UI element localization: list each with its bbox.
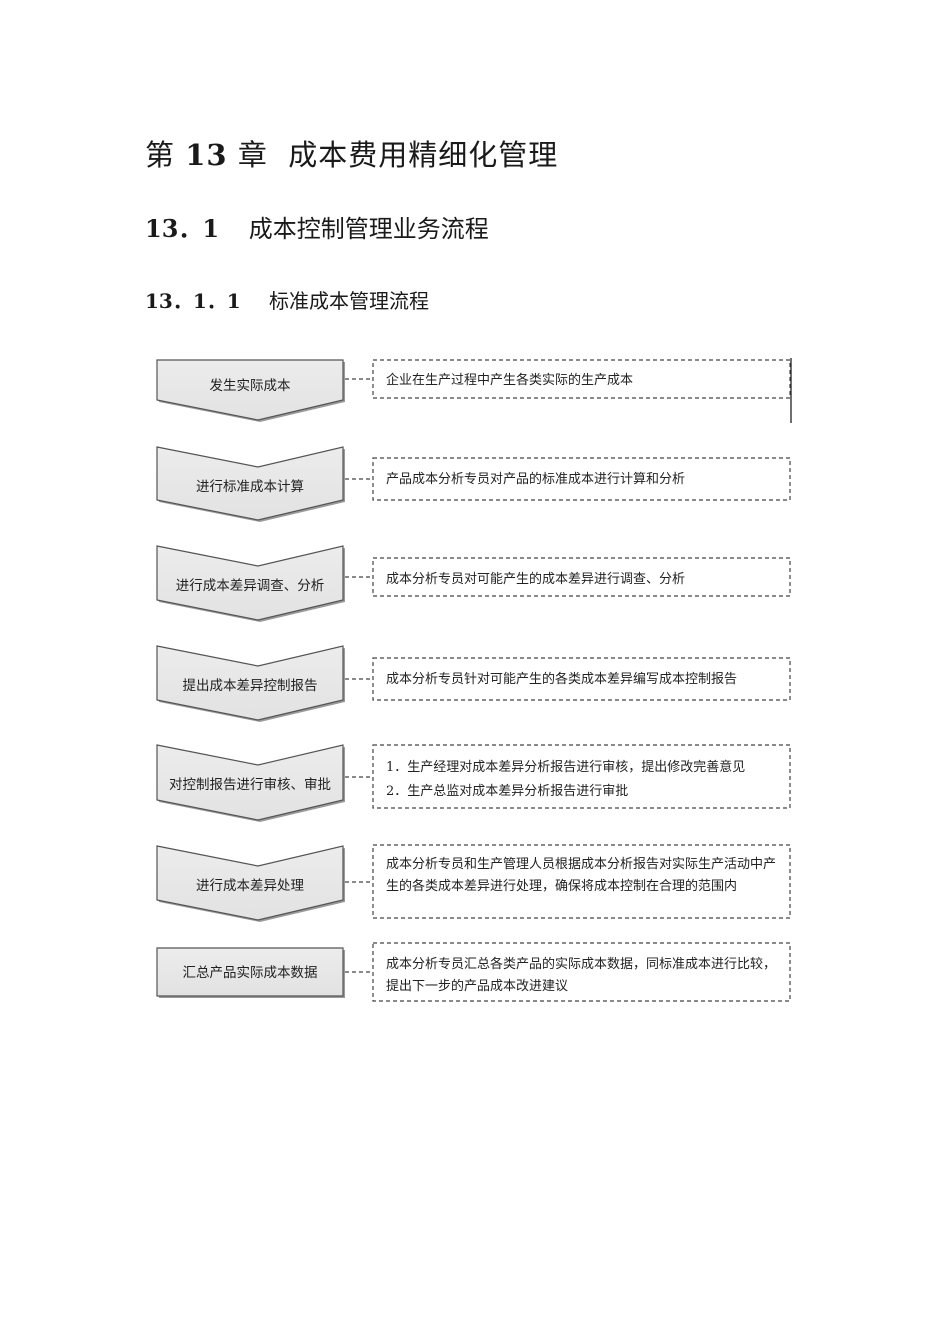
step-description: 成本分析专员对可能产生的成本差异进行调查、分析 <box>386 569 784 591</box>
description-line: 成本分析专员和生产管理人员根据成本分析报告对实际生产活动中产生的各类成本差异进行… <box>386 857 777 894</box>
subsection-title: 13．1．1 标准成本管理流程 <box>145 285 429 314</box>
chapter-prefix: 第 <box>145 138 176 172</box>
description-line: 企业在生产过程中产生各类实际的生产成本 <box>386 373 634 388</box>
description-box <box>372 657 791 701</box>
step-chevron-shape <box>156 845 344 921</box>
step-description: 1．生产经理对成本差异分析报告进行审核，提出修改完善意见 2．生产总监对成本差异分… <box>386 756 784 804</box>
step-chevron-shape <box>156 645 344 721</box>
step-description: 产品成本分析专员对产品的标准成本进行计算和分析 <box>386 469 784 491</box>
description-box <box>372 457 791 501</box>
chapter-number: 13 <box>185 138 228 172</box>
step-chevron-shape <box>156 545 344 621</box>
step-label: 汇总产品实际成本数据 <box>182 965 318 981</box>
chapter-title: 第 13 章 成本费用精细化管理 <box>145 132 558 174</box>
section-number: 13．1 <box>145 214 220 243</box>
description-line: 成本分析专员对可能产生的成本差异进行调查、分析 <box>386 572 686 587</box>
chapter-suffix: 章 <box>237 138 268 172</box>
step-label: 进行成本差异处理 <box>196 878 304 894</box>
description-line: 产品成本分析专员对产品的标准成本进行计算和分析 <box>386 472 686 487</box>
description-box <box>372 942 791 1002</box>
step-description: 成本分析专员汇总各类产品的实际成本数据，同标准成本进行比较，提出下一步的产品成本… <box>386 954 784 998</box>
step-label: 进行成本差异调查、分析 <box>175 578 325 594</box>
description-box <box>372 557 791 597</box>
step-label: 对控制报告进行审核、审批 <box>169 777 331 793</box>
step-chevron-shape <box>156 947 344 997</box>
step-description: 成本分析专员针对可能产生的各类成本差异编写成本控制报告 <box>386 669 784 691</box>
subsection-number: 13．1．1 <box>145 289 241 313</box>
description-line: 2．生产总监对成本差异分析报告进行审批 <box>386 784 629 799</box>
subsection-name: 标准成本管理流程 <box>269 289 430 313</box>
step-chevron-shape <box>156 744 344 821</box>
step-label: 提出成本差异控制报告 <box>182 678 318 694</box>
step-description: 成本分析专员和生产管理人员根据成本分析报告对实际生产活动中产生的各类成本差异进行… <box>386 854 784 898</box>
description-box <box>372 744 791 809</box>
step-description: 企业在生产过程中产生各类实际的生产成本 <box>386 370 784 392</box>
step-chevron-shape <box>156 446 344 521</box>
section-title: 13．1 成本控制管理业务流程 <box>145 209 489 244</box>
description-box <box>372 359 791 399</box>
description-line: 成本分析专员针对可能产生的各类成本差异编写成本控制报告 <box>386 672 738 687</box>
description-line: 成本分析专员汇总各类产品的实际成本数据，同标准成本进行比较，提出下一步的产品成本… <box>386 957 777 994</box>
section-name: 成本控制管理业务流程 <box>248 215 489 243</box>
step-chevron-shape <box>156 359 344 421</box>
step-label: 发生实际成本 <box>209 378 291 394</box>
chapter-name: 成本费用精细化管理 <box>288 138 559 172</box>
description-line: 1．生产经理对成本差异分析报告进行审核，提出修改完善意见 <box>386 760 746 775</box>
step-label: 进行标准成本计算 <box>196 479 304 495</box>
